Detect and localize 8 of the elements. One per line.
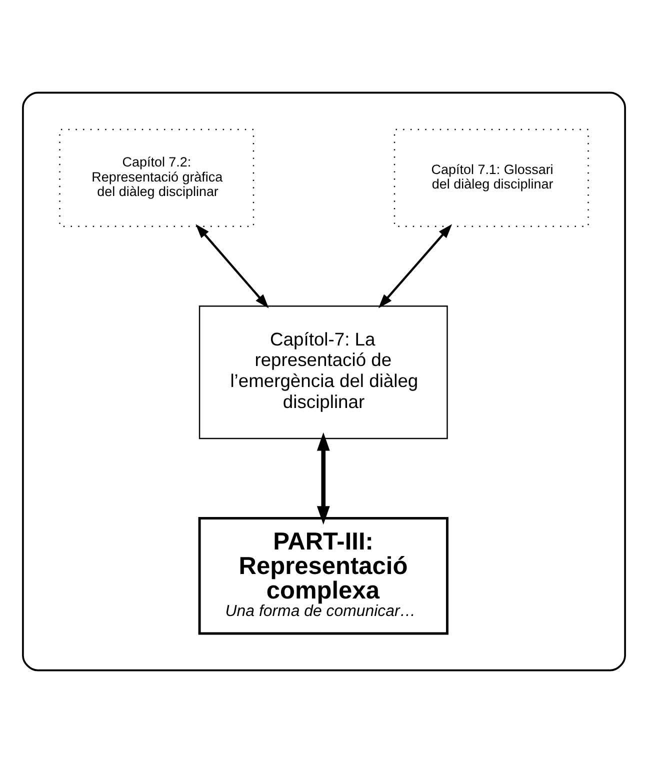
node-box: Capítol-7: La representació de l’emergència del diàleg disciplinar: [198, 304, 448, 439]
node-box: Capítol 7.2: Representació gràfica del diàleg disciplinar: [59, 128, 254, 226]
arrow: [378, 224, 452, 308]
cluster: [22, 91, 626, 671]
node-box: Capítol 7.1: Glossari del diàleg disciplinar: [394, 128, 589, 226]
arrow: [316, 432, 330, 524]
node-box: PART-III: Representació complexa Una forma de comunicar…: [198, 516, 448, 634]
arrow: [196, 224, 269, 308]
